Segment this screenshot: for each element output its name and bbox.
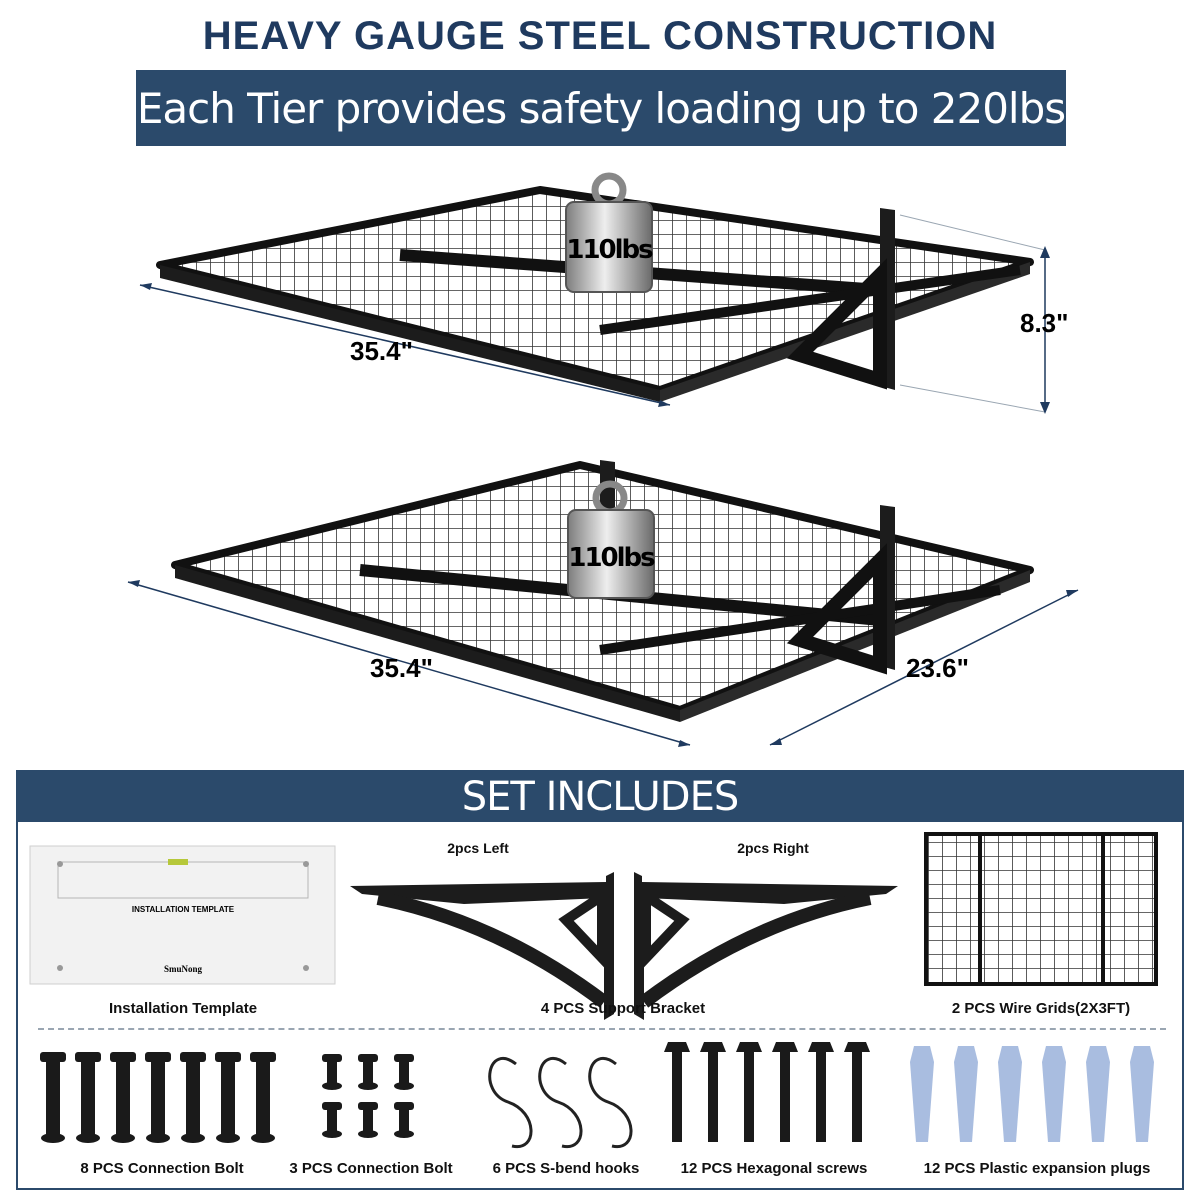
top-height-label: 8.3" xyxy=(1020,308,1068,338)
caption-installation-template: Installation Template xyxy=(108,1000,258,1017)
set-includes-title-text: SET INCLUDES xyxy=(461,774,739,820)
installation-template-image: INSTALLATION TEMPLATE SmuNong xyxy=(29,845,336,985)
plastic-plugs-image xyxy=(910,1046,1154,1142)
caption-wire-grids: 2 PCS Wire Grids(2X3FT) xyxy=(951,1000,1131,1017)
shelves-illustration: 110lbs 35.4" 8.3" 110lbs 35.4" xyxy=(127,172,1079,747)
weight-top-label: 110lbs xyxy=(566,235,653,265)
top-width-dimension: 35.4" xyxy=(139,283,671,407)
set-items-illustration: INSTALLATION TEMPLATE SmuNong xyxy=(29,832,1158,1148)
left-bracket-label: 2pcs Left xyxy=(447,840,509,856)
bottom-depth-dimension: 23.6" xyxy=(769,589,1079,746)
caption-hexagonal-screws: 12 PCS Hexagonal screws xyxy=(680,1160,868,1177)
headline: HEAVY GAUGE STEEL CONSTRUCTION xyxy=(202,14,998,58)
section-divider xyxy=(38,1028,1166,1030)
connection-bolts-long-image xyxy=(40,1052,276,1143)
capacity-banner-text: Each Tier provides safety loading up to … xyxy=(136,83,1066,133)
wire-grid-image xyxy=(924,832,1158,986)
caption-connection-bolt-3: 3 PCS Connection Bolt xyxy=(289,1160,453,1177)
top-height-dimension: 8.3" xyxy=(899,214,1068,414)
caption-connection-bolt-8: 8 PCS Connection Bolt xyxy=(80,1160,244,1177)
s-hooks-image xyxy=(488,1056,633,1148)
weight-bottom: 110lbs xyxy=(567,480,657,599)
bottom-width-dimension: 35.4" xyxy=(127,580,691,747)
capacity-banner: Each Tier provides safety loading up to … xyxy=(136,70,1066,146)
weight-bottom-label: 110lbs xyxy=(568,543,655,573)
caption-support-bracket: 4 PCS Support Bracket xyxy=(540,1000,706,1017)
template-brand: SmuNong xyxy=(164,964,203,974)
caption-plastic-plugs: 12 PCS Plastic expansion plugs xyxy=(923,1160,1151,1177)
bottom-depth-label: 23.6" xyxy=(906,653,969,683)
right-bracket-label: 2pcs Right xyxy=(737,840,809,856)
connection-bolts-short-image xyxy=(322,1054,414,1138)
bottom-width-label: 35.4" xyxy=(370,653,433,683)
caption-s-bend-hooks: 6 PCS S-bend hooks xyxy=(492,1160,640,1177)
set-includes-panel: SET INCLUDES INSTALLATION TEMPLATE SmuNo… xyxy=(16,770,1184,1190)
weight-top: 110lbs xyxy=(565,172,655,293)
hex-screws-image xyxy=(664,1042,870,1142)
top-width-label: 35.4" xyxy=(350,336,413,366)
set-includes-title: SET INCLUDES xyxy=(18,772,1182,822)
template-heading: INSTALLATION TEMPLATE xyxy=(132,905,235,914)
left-bracket-image xyxy=(350,872,614,1020)
right-bracket-image xyxy=(634,872,898,1020)
